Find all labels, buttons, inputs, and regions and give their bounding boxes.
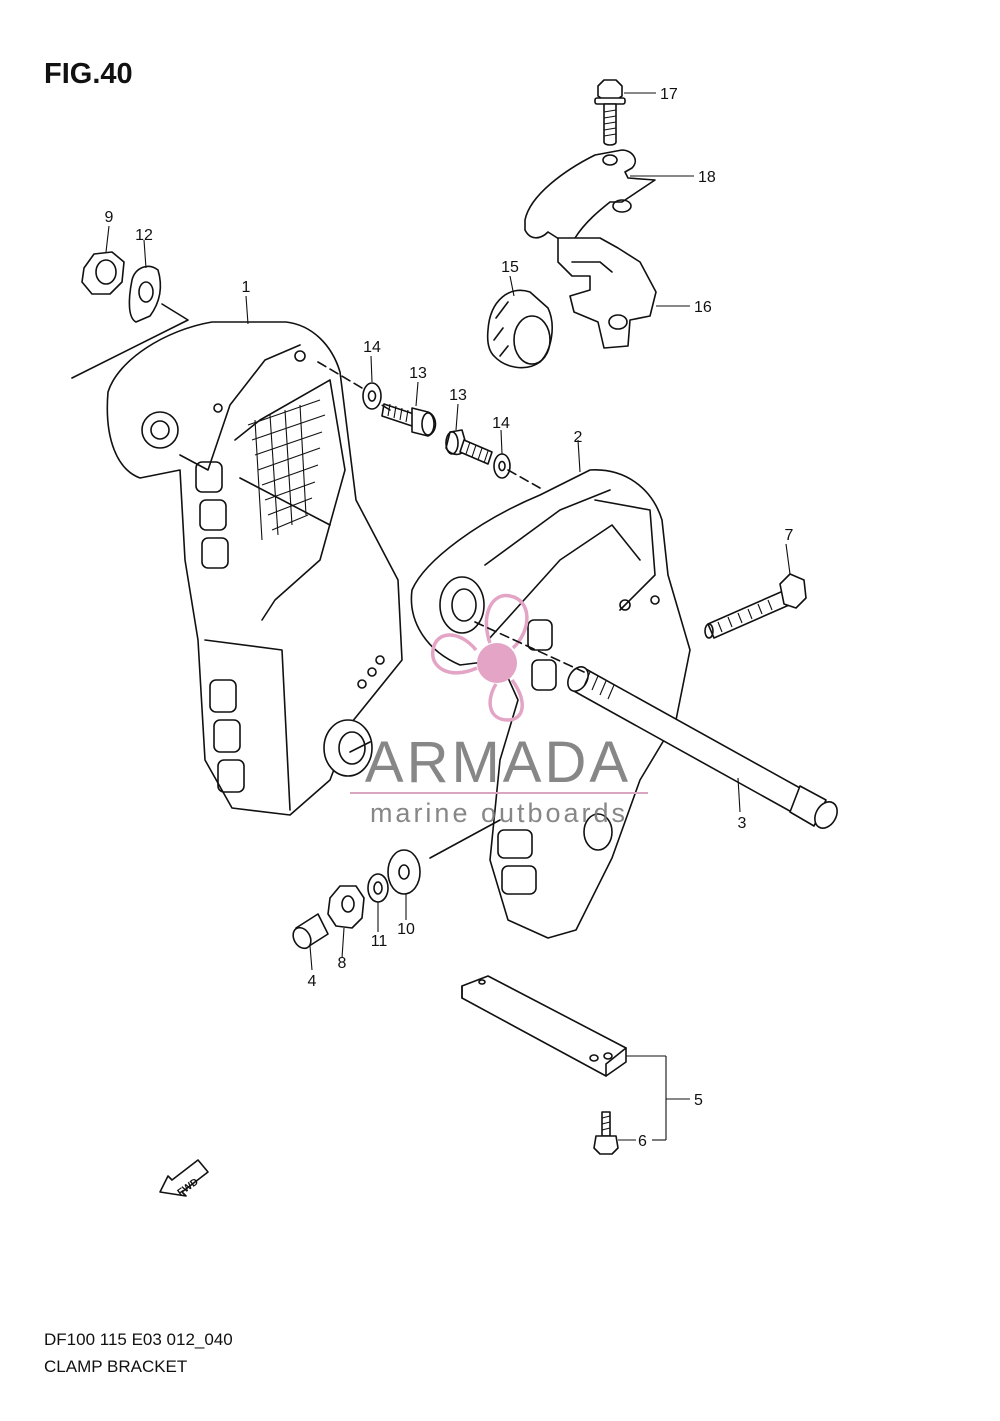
- watermark-brand: ARMADA: [365, 730, 631, 795]
- assembly-lines: [71, 303, 585, 859]
- bush-4: [292, 913, 329, 950]
- callout-14a: 14: [363, 339, 381, 356]
- callout-7: 7: [785, 527, 794, 544]
- callout-14b: 14: [492, 415, 510, 432]
- watermark-tagline: marine outboards: [370, 798, 628, 828]
- callout-6: 6: [638, 1133, 647, 1150]
- bolt-7: [704, 573, 807, 639]
- watermark-emblem: [431, 593, 529, 722]
- callout-17: 17: [660, 86, 678, 103]
- washer-14b: [493, 453, 511, 479]
- clamp-bracket-starboard: [410, 469, 691, 939]
- bolt-6: [593, 1111, 619, 1155]
- washer-11: [367, 873, 389, 903]
- swivel-shaft: [567, 666, 838, 829]
- bolt-13a: [381, 403, 437, 437]
- bracket-16: [557, 237, 657, 349]
- leader-lines: [105, 92, 791, 1141]
- callout-10: 10: [397, 921, 415, 938]
- callout-4: 4: [308, 973, 317, 990]
- callout-5: 5: [694, 1092, 703, 1109]
- washer-plate-12: [128, 265, 162, 323]
- callout-13a: 13: [409, 365, 427, 382]
- clamp-bracket-port: [106, 321, 403, 816]
- callout-1: 1: [242, 279, 251, 296]
- watermark: ARMADA marine outboards: [350, 730, 648, 828]
- washer-14a: [362, 382, 382, 410]
- nut-9: [81, 251, 125, 295]
- callout-16: 16: [694, 299, 712, 316]
- callout-3: 3: [738, 815, 747, 832]
- callout-12: 12: [135, 227, 153, 244]
- bolt-13b: [445, 429, 493, 465]
- fwd-arrow-icon: FWD: [159, 1159, 209, 1199]
- callout-labels: 1 2 3 4 5 6 7 8 9 10 11 12 13 13 14 14 1…: [105, 86, 794, 1150]
- section-name: CLAMP BRACKET: [44, 1357, 188, 1376]
- cover-18: [524, 149, 656, 247]
- callout-11: 11: [371, 933, 388, 950]
- callout-8: 8: [338, 955, 347, 972]
- callout-15: 15: [501, 259, 519, 276]
- callout-13b: 13: [449, 387, 467, 404]
- anode-5: [461, 975, 627, 1077]
- bolt-17: [594, 79, 626, 146]
- grommet-15: [486, 289, 553, 369]
- washer-10: [387, 849, 421, 895]
- callout-9: 9: [105, 209, 114, 226]
- callout-18: 18: [698, 169, 716, 186]
- callout-2: 2: [574, 429, 583, 446]
- figure-title: FIG.40: [44, 58, 133, 90]
- nut-8: [327, 885, 365, 929]
- model-code: DF100 115 E03 012_040: [44, 1330, 233, 1349]
